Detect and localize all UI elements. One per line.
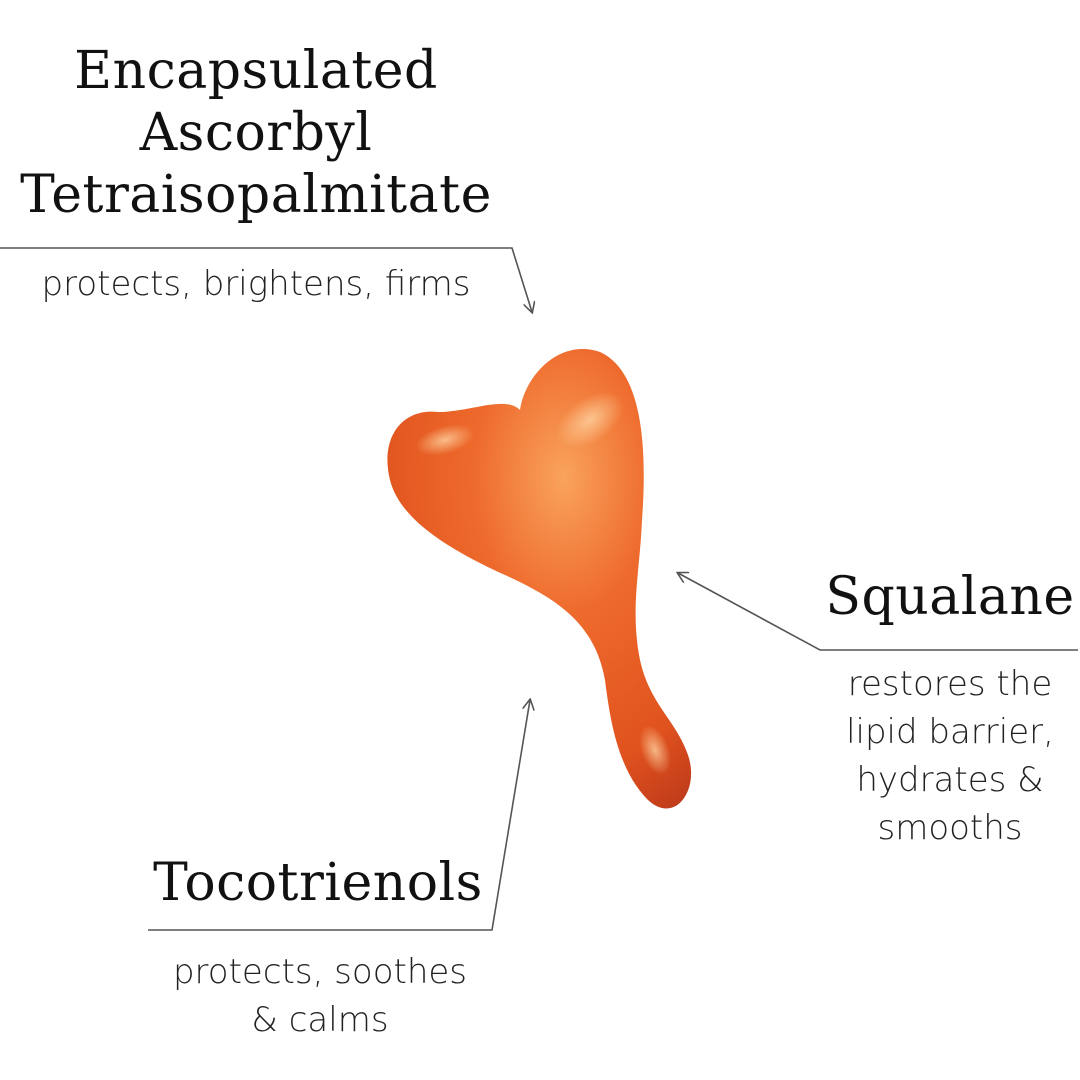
ingredient-description-tocotrienols: protects, soothes & calms (120, 948, 520, 1044)
connector-line-ascorbyl (0, 247, 532, 312)
connector-line-squalane (678, 573, 1078, 651)
description-line: & calms (251, 1000, 389, 1040)
title-line: Tetraisopalmitate (20, 165, 492, 225)
ingredient-description-ascorbyl: protects, brightens, firms (41, 264, 471, 304)
connector-line-tocotrienols (148, 700, 530, 931)
ingredient-title-squalane: Squalane (820, 566, 1080, 628)
title-line: Tocotrienols (153, 853, 483, 913)
title-line: Encapsulated (74, 41, 438, 101)
ingredient-description-squalane: restores the lipid barrier, hydrates & s… (820, 660, 1080, 852)
ingredient-title-tocotrienols: Tocotrienols (148, 852, 488, 914)
title-line: Squalane (825, 567, 1075, 627)
description-line: smooths (877, 808, 1023, 848)
ingredient-title-ascorbyl: Encapsulated Ascorbyl Tetraisopalmitate (0, 40, 512, 226)
description-line: lipid barrier, (846, 712, 1054, 752)
description-line: restores the (847, 664, 1053, 704)
title-line: Ascorbyl (139, 103, 373, 163)
description-line: protects, soothes (172, 952, 468, 992)
serum-droplet-icon (387, 348, 692, 809)
description-line: hydrates & (856, 760, 1044, 800)
